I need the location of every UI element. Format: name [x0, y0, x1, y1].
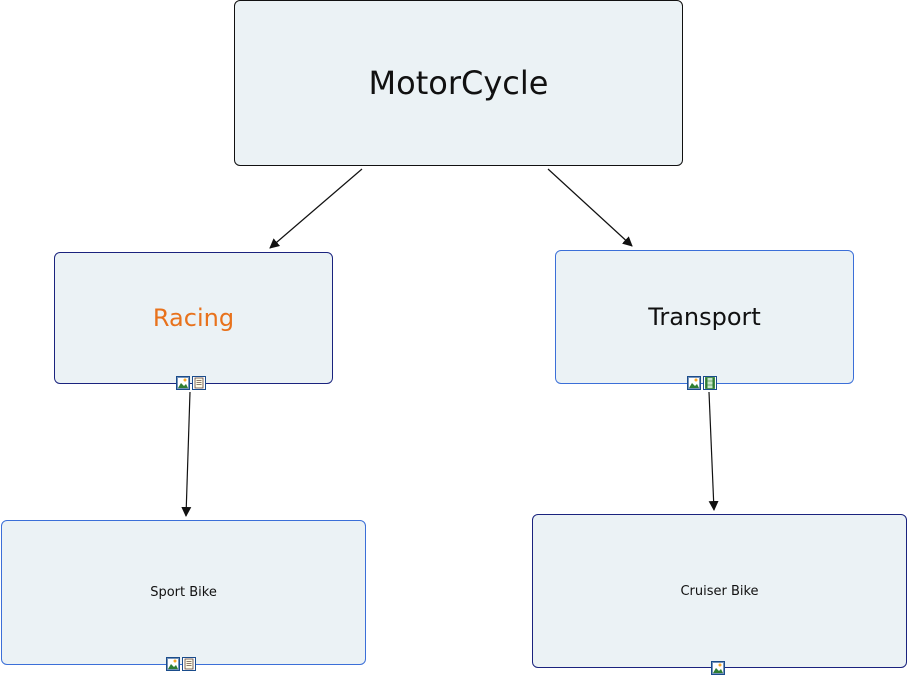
arrow-motorcycle-to-transport[interactable]	[547, 168, 633, 247]
node-label: Racing	[152, 304, 235, 332]
arrow-motorcycle-to-racing[interactable]	[269, 168, 363, 249]
node-label: Sport Bike	[150, 585, 217, 600]
racing-attachments	[176, 376, 206, 390]
arrow-transport-to-cruiser-bike[interactable]	[708, 391, 719, 511]
document-icon[interactable]	[182, 657, 196, 671]
node-motorcycle[interactable]: MotorCycle	[234, 0, 683, 166]
node-transport[interactable]: Transport	[555, 250, 854, 384]
document-icon[interactable]	[192, 376, 206, 390]
sport-bike-attachments	[166, 657, 196, 671]
node-label: Cruiser Bike	[680, 583, 759, 599]
node-cruiser-bike[interactable]: Cruiser Bike	[532, 514, 907, 668]
node-label: MotorCycle	[368, 64, 549, 102]
image-icon[interactable]	[711, 661, 725, 675]
cruiser-bike-attachments	[711, 661, 725, 675]
transport-attachments	[687, 376, 717, 390]
image-icon[interactable]	[687, 376, 701, 390]
arrow-racing-to-sport-bike[interactable]	[181, 391, 192, 517]
image-icon[interactable]	[176, 376, 190, 390]
node-sport-bike[interactable]: Sport Bike	[1, 520, 366, 665]
film-icon[interactable]	[703, 376, 717, 390]
node-label: Transport	[648, 303, 761, 331]
image-icon[interactable]	[166, 657, 180, 671]
node-racing[interactable]: Racing	[54, 252, 333, 384]
